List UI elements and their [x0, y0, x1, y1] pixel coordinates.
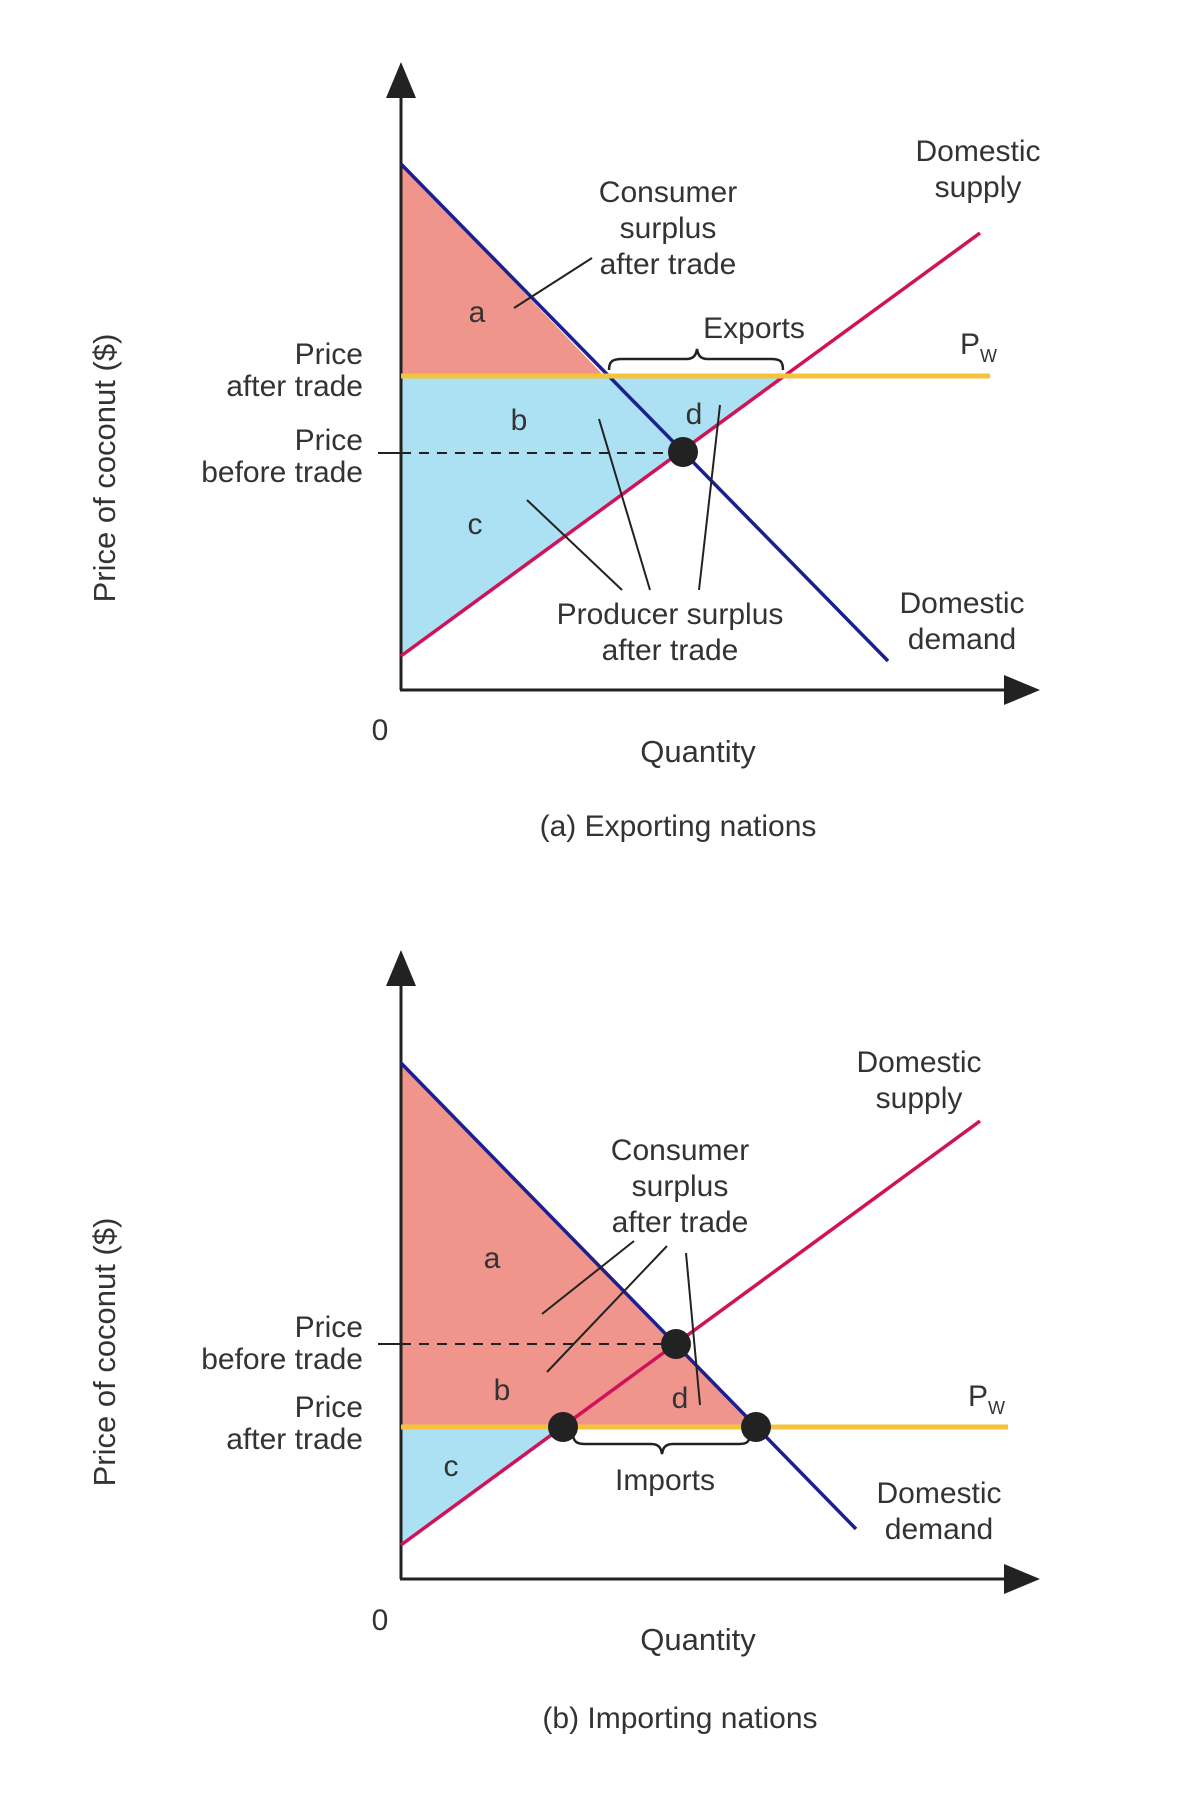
panel-b-consumer-surplus-line3: after trade [612, 1206, 749, 1239]
panel-a-area-d-label: d [686, 398, 703, 431]
panel-b-price-after-line1: Price [295, 1391, 363, 1424]
panel-a-producer-leader-b [598, 418, 651, 591]
panel-b-demand-label-line1: Domestic [876, 1477, 1001, 1510]
panel-b-consumer-leader-b [546, 1245, 668, 1373]
panel-a-producer-leader-d [698, 404, 721, 591]
panel-a-price-after-line1: Price [295, 338, 363, 371]
panel-b-area-b-label: b [494, 1374, 511, 1407]
panel-a-producer-surplus-line1: Producer surplus [557, 598, 784, 631]
panel-b-domestic-supply-point [548, 1412, 578, 1442]
panel-a-consumer-surplus-line2: surplus [620, 212, 717, 245]
panel-a-demand-label-line1: Domestic [899, 587, 1024, 620]
panel-b-demand-label-line2: demand [885, 1513, 993, 1546]
panel-a-equilibrium-point [668, 437, 698, 467]
panel-b-domestic-demand-point [741, 1412, 771, 1442]
panel-b-origin-label: 0 [372, 1604, 389, 1637]
panel-a-x-axis-title: Quantity [640, 734, 756, 769]
panel-a-domestic-demand-curve [399, 162, 890, 663]
panel-b-area-d-label: d [672, 1382, 689, 1415]
panel-a-producer-leader-c [526, 499, 623, 591]
panel-a-area-c-label: c [468, 508, 483, 541]
panel-b-area-c-label: c [444, 1450, 459, 1483]
panel-a-price-before-line1: Price [295, 424, 363, 457]
panel-a-x-axis-arrow [1004, 675, 1040, 705]
panel-a-area-b-label: b [511, 404, 528, 437]
panel-a-supply-label-line2: supply [935, 171, 1022, 204]
panel-a-consumer-surplus-line3: after trade [600, 248, 737, 281]
panel-b-world-price-label: PW [968, 1380, 1005, 1418]
panel-b-consumer-surplus-line1: Consumer [611, 1134, 749, 1167]
panel-b-consumer-surplus-line2: surplus [632, 1170, 729, 1203]
panel-a-producer-surplus-line2: after trade [602, 634, 739, 667]
panel-a-origin-label: 0 [372, 714, 389, 747]
panel-b-y-axis-title: Price of coconut ($) [87, 1218, 122, 1487]
panel-a-caption: (a) Exporting nations [540, 810, 817, 843]
panel-b-importing: Domestic supply Consumer surplus after t… [87, 950, 1040, 1735]
panel-b-imports-label: Imports [615, 1464, 715, 1497]
panel-b-price-after-line2: after trade [226, 1423, 363, 1456]
panel-a-exports-label: Exports [703, 312, 805, 345]
panel-b-area-a-label: a [484, 1242, 501, 1275]
panel-b-caption: (b) Importing nations [542, 1702, 817, 1735]
panel-b-y-axis-arrow [386, 950, 416, 986]
panel-a-price-after-line2: after trade [226, 370, 363, 403]
panel-a-demand-label-line2: demand [908, 623, 1016, 656]
panel-a-y-axis-arrow [386, 62, 416, 98]
panel-a-price-before-line2: before trade [201, 456, 363, 489]
panel-a-consumer-surplus-line1: Consumer [599, 176, 737, 209]
panel-b-supply-label-line2: supply [876, 1082, 963, 1115]
panel-a-supply-label-line1: Domestic [915, 135, 1040, 168]
panel-b-price-before-line1: Price [295, 1311, 363, 1344]
panel-a-y-axis-title: Price of coconut ($) [87, 334, 122, 603]
panel-b-consumer-leader-d [685, 1252, 701, 1406]
panel-b-x-axis-title: Quantity [640, 1622, 756, 1657]
panel-b-equilibrium-point [661, 1329, 691, 1359]
panel-a-exporting: Consumer surplus after trade Exports Dom… [87, 62, 1041, 843]
panel-b-consumer-leader-a [541, 1240, 635, 1315]
panel-b-price-before-line2: before trade [201, 1343, 363, 1376]
panel-a-consumer-surplus-leader [513, 257, 593, 309]
panel-a-exports-brace [607, 348, 785, 371]
panel-a-world-price-label: PW [960, 328, 997, 366]
panel-b-imports-brace [571, 1432, 752, 1455]
panel-b-domestic-supply-curve [399, 1119, 982, 1547]
panel-b-supply-label-line1: Domestic [856, 1046, 981, 1079]
panel-a-area-a-label: a [469, 296, 486, 329]
panel-b-x-axis-arrow [1004, 1564, 1040, 1594]
panel-b-domestic-demand-curve [399, 1061, 858, 1531]
